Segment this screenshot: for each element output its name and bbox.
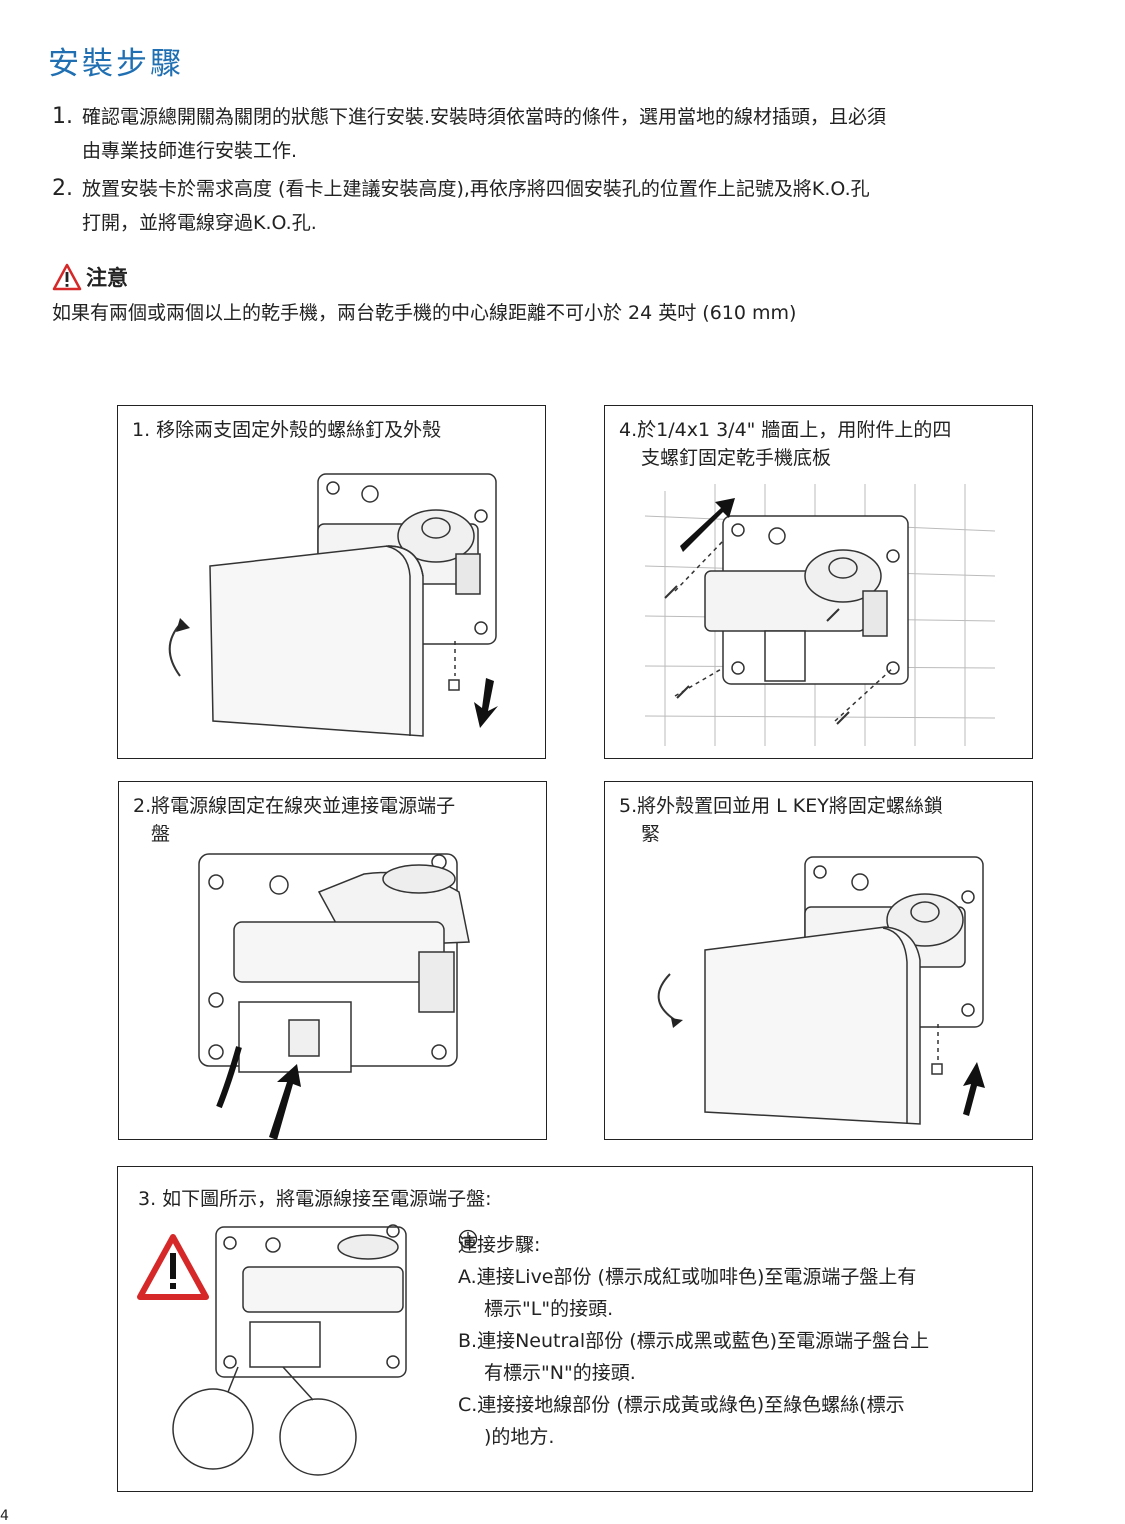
panel-label: 2.將電源線固定在線夾並連接電源端子 盤: [133, 792, 455, 848]
panel-label-line1: 4.於1/4x1 3/4" 牆面上，用附件上的四: [619, 419, 952, 441]
step-text-cont: 打開，並將電線穿過K.O.孔.: [82, 212, 317, 234]
step-text: 確認電源總開關為關閉的狀態下進行安裝.安裝時須依當時的條件，選用當地的線材插頭，…: [82, 106, 887, 128]
step-text: 放置安裝卡於需求高度 (看卡上建議安裝高度),再依序將四個安裝孔的位置作上記號及…: [82, 178, 870, 200]
caution-text: 如果有兩個或兩個以上的乾手機，兩台乾手機的中心線距離不可小於 24 英吋 (61…: [52, 302, 797, 324]
panel-label: 3. 如下圖所示，將電源線接至電源端子盤:: [138, 1188, 492, 1210]
panel-label: 4.於1/4x1 3/4" 牆面上，用附件上的四 支螺釘固定乾手機底板: [619, 416, 951, 472]
dryer-cover-removal-illustration: [168, 473, 498, 737]
connection-step-c: C.連接接地線部份 (標示成黃或綠色)至綠色螺絲(標示: [458, 1394, 905, 1416]
step-text-cont: 由專業技師進行安裝工作.: [82, 140, 298, 162]
panel-label: 5.將外殼置回並用 L KEY將固定螺絲鎖 緊: [619, 792, 943, 848]
caution-title: 注意: [86, 266, 128, 290]
warning-triangle-icon: [52, 263, 82, 291]
panel-step-1: 1. 移除兩支固定外殼的螺絲釘及外殼: [117, 405, 546, 759]
caution-heading: 注意: [52, 262, 128, 292]
panel-label-line2: 緊: [641, 823, 661, 845]
connection-step-c-cont: )的地方.: [484, 1426, 555, 1448]
panel-label-line2: 盤: [151, 823, 171, 845]
panel-label-line1: 5.將外殼置回並用 L KEY將固定螺絲鎖: [619, 795, 943, 817]
ground-symbol-icon: [458, 1229, 478, 1249]
panel-step-2: 2.將電源線固定在線夾並連接電源端子 盤: [118, 781, 547, 1140]
panel-label-line1: 2.將電源線固定在線夾並連接電源端子: [133, 795, 456, 817]
step-number: 2.: [52, 176, 73, 201]
page-number: 4: [0, 1508, 9, 1524]
wall-mounting-illustration: [644, 484, 996, 746]
step-2: 2. 放置安裝卡於需求高度 (看卡上建議安裝高度),再依序將四個安裝孔的位置作上記…: [52, 172, 1072, 240]
panel-label-line2: 支螺釘固定乾手機底板: [641, 447, 832, 469]
panel-step-3: 3. 如下圖所示，將電源線接至電源端子盤: 連接步驟: A.連接Live部份 (…: [117, 1166, 1033, 1492]
connection-steps: 連接步驟: A.連接Live部份 (標示成紅或咖啡色)至電源端子盤上有 標示"L…: [458, 1229, 1038, 1453]
connection-step-a-cont: 標示"L"的接頭.: [484, 1298, 614, 1320]
connection-step-b-cont: 有標示"N"的接頭.: [484, 1362, 636, 1384]
panel-step-5: 5.將外殼置回並用 L KEY將固定螺絲鎖 緊: [604, 781, 1033, 1140]
step-1: 1. 確認電源總開關為關閉的狀態下進行安裝.安裝時須依當時的條件，選用當地的線材插…: [52, 100, 1072, 168]
connection-title: 連接步驟:: [458, 1234, 541, 1256]
panel-step-4: 4.於1/4x1 3/4" 牆面上，用附件上的四 支螺釘固定乾手機底板: [604, 405, 1033, 759]
connection-step-a: A.連接Live部份 (標示成紅或咖啡色)至電源端子盤上有: [458, 1266, 917, 1288]
terminal-wiring-illustration: [137, 1224, 407, 1476]
panel-label: 1. 移除兩支固定外殼的螺絲釘及外殼: [132, 419, 442, 441]
power-wiring-illustration: [198, 853, 470, 1140]
cover-reinstall-illustration: [657, 856, 985, 1125]
page-title: 安裝步驟: [48, 46, 184, 82]
step-number: 1.: [52, 104, 73, 129]
connection-step-b: B.連接Neutral部份 (標示成黑或藍色)至電源端子盤台上: [458, 1330, 930, 1352]
